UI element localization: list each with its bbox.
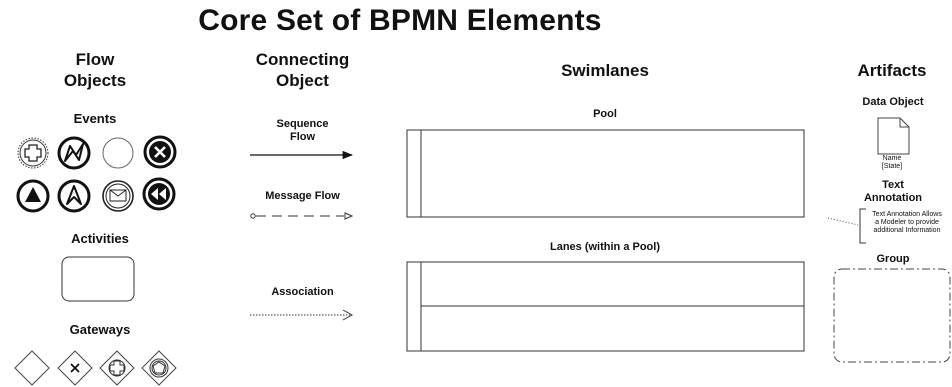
group-label: Group (876, 253, 910, 265)
events-label: Events (73, 111, 117, 126)
association-arrow (250, 309, 354, 321)
gateway-exclusive-plain-icon (14, 350, 50, 386)
association-label: Association (271, 286, 334, 298)
data-object-name: Name [State] (881, 155, 903, 170)
gateway-complex-icon (141, 350, 177, 386)
data-object-icon (877, 117, 910, 155)
data-object-label: Data Object (862, 96, 924, 108)
event-cancel-icon (143, 135, 177, 169)
pool-shape (406, 129, 805, 218)
message-flow-label: Message Flow (265, 190, 340, 202)
event-start-parallel-multiple-icon (17, 137, 49, 169)
sequence-flow-label: Sequence Flow (276, 118, 329, 143)
pool-label: Pool (593, 108, 617, 120)
activity-task-shape (61, 256, 135, 302)
text-annotation-label: Text Annotation (863, 179, 923, 204)
event-compensation-icon (142, 177, 176, 211)
gateway-parallel-icon (99, 350, 135, 386)
message-flow-arrow (250, 212, 354, 220)
lanes-shape (406, 261, 805, 352)
group-shape (833, 268, 951, 363)
text-annotation-shape (827, 208, 866, 244)
gateways-label: Gateways (69, 322, 131, 337)
event-escalation-icon (57, 179, 91, 213)
swimlanes-header: Swimlanes (561, 61, 649, 80)
connecting-object-header: Connecting Object (255, 50, 350, 90)
event-none-icon (102, 137, 134, 169)
activities-label: Activities (71, 231, 129, 246)
artifacts-header: Artifacts (857, 61, 927, 80)
event-error-icon (57, 136, 91, 170)
event-signal-icon (16, 179, 50, 213)
page-title: Core Set of BPMN Elements (198, 4, 602, 37)
event-message-icon (102, 180, 134, 212)
text-annotation-text: Text Annotation Allows a Modeler to prov… (872, 211, 942, 234)
gateway-exclusive-x-icon (57, 350, 93, 386)
flow-objects-header: Flow Objects (63, 50, 127, 90)
lanes-label: Lanes (within a Pool) (549, 241, 660, 253)
